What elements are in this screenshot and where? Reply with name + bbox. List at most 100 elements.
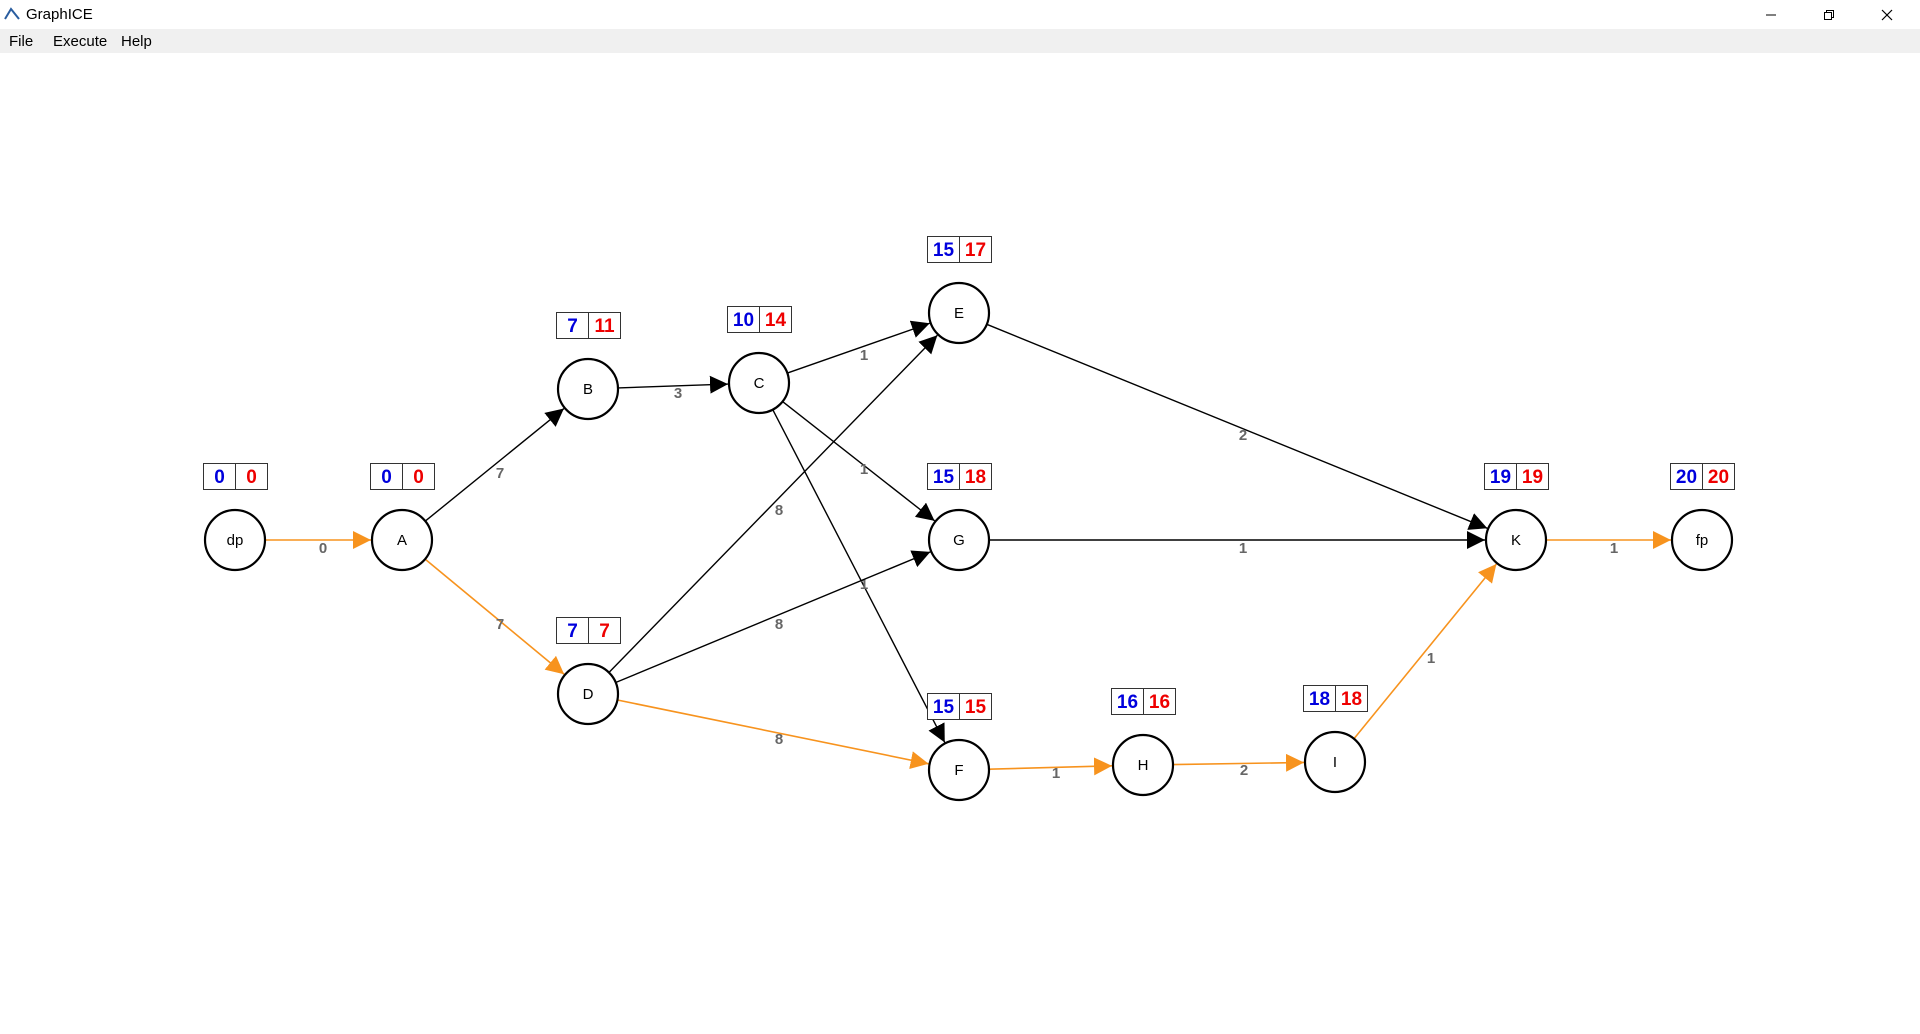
latest-time-cell (588, 617, 621, 644)
edge-C-E[interactable]: 1 (787, 320, 930, 374)
restore-icon (1824, 9, 1834, 20)
close-button[interactable] (1858, 0, 1916, 29)
latest-time-cell (1702, 463, 1735, 490)
earliest-time-value: 19 (1490, 467, 1511, 488)
edge-line[interactable] (986, 323, 1488, 530)
edge-line[interactable] (1353, 563, 1498, 740)
restore-button[interactable] (1800, 0, 1858, 29)
edge-G-K[interactable]: 1 (989, 531, 1485, 557)
node-circle[interactable] (727, 351, 791, 415)
earliest-time-cell (1484, 463, 1517, 490)
edge-E-K[interactable]: 2 (986, 323, 1488, 530)
node-label: G (953, 532, 965, 549)
edge-F-H[interactable]: 1 (988, 757, 1113, 782)
edge-line[interactable] (782, 400, 936, 522)
edge-line[interactable] (617, 699, 929, 769)
node-circle[interactable] (203, 508, 267, 572)
menu-help[interactable]: Help (121, 33, 152, 50)
edge-A-D[interactable]: 7 (424, 558, 565, 675)
node-circle[interactable] (1484, 508, 1548, 572)
edge-line[interactable] (617, 375, 729, 394)
node-label: F (954, 762, 963, 779)
edge-H-I[interactable]: 2 (1172, 753, 1305, 779)
latest-time-cell (1335, 685, 1368, 712)
edge-C-G[interactable]: 1 (782, 400, 936, 522)
earliest-time-value: 16 (1117, 692, 1138, 713)
edge-line[interactable] (615, 550, 931, 684)
menu-file[interactable]: File (9, 33, 34, 50)
edge-weight-label: 7 (496, 616, 504, 633)
close-icon (1881, 9, 1893, 20)
node-circle[interactable] (1303, 730, 1367, 794)
edge-line[interactable] (772, 409, 946, 743)
node-label: E (954, 305, 964, 322)
edge-line[interactable] (424, 407, 565, 522)
edge-weight-label: 2 (1239, 427, 1247, 444)
edge-line[interactable] (787, 320, 930, 374)
latest-time-cell (959, 236, 992, 263)
edge-I-K[interactable]: 1 (1353, 563, 1498, 740)
earliest-time-value: 15 (933, 240, 955, 261)
earliest-time-cell (927, 463, 960, 490)
earliest-time-cell (1670, 463, 1703, 490)
earliest-time-cell (203, 463, 236, 490)
edge-K-fp[interactable]: 1 (1546, 531, 1671, 557)
latest-time-cell (1516, 463, 1549, 490)
node-circle[interactable] (370, 508, 434, 572)
node-circle[interactable] (556, 662, 620, 726)
edge-weight-label: 7 (496, 465, 504, 482)
edge-D-F[interactable]: 8 (617, 699, 929, 769)
node-circle[interactable] (1111, 733, 1175, 797)
edge-line[interactable] (608, 334, 938, 673)
node-circle[interactable] (556, 357, 620, 421)
edge-weight-label: 1 (860, 576, 868, 593)
edge-B-C[interactable]: 3 (617, 375, 729, 402)
node-circle[interactable] (927, 281, 991, 345)
node-circle[interactable] (927, 508, 991, 572)
edge-D-G[interactable]: 8 (615, 550, 931, 684)
edge-weight-label: 1 (1052, 765, 1060, 782)
node-circle[interactable] (1670, 508, 1734, 572)
menu-bar: File Execute Help (0, 29, 1920, 53)
latest-time-value: 17 (965, 240, 986, 261)
edge-line[interactable] (424, 558, 565, 675)
node-E[interactable]: 15 17E (927, 236, 992, 345)
minimize-button[interactable] (1742, 0, 1800, 29)
earliest-time-value: 15 (933, 467, 955, 488)
edge-line[interactable] (1172, 753, 1305, 772)
node-label: B (583, 381, 593, 398)
edge-D-E[interactable]: 8 (608, 334, 938, 673)
minimize-icon (1766, 14, 1776, 15)
edge-dp-A[interactable]: 0 (265, 531, 371, 557)
node-circle[interactable] (927, 738, 991, 802)
latest-time-cell (1143, 688, 1176, 715)
node-label: C (754, 375, 765, 392)
latest-time-cell (235, 463, 268, 490)
edge-line[interactable] (988, 757, 1113, 776)
node-label: dp (227, 532, 244, 549)
edge-C-F[interactable]: 1 (772, 409, 946, 743)
menu-execute[interactable]: Execute (53, 33, 108, 50)
node-label: I (1333, 754, 1337, 771)
edge-A-B[interactable]: 7 (424, 407, 565, 522)
